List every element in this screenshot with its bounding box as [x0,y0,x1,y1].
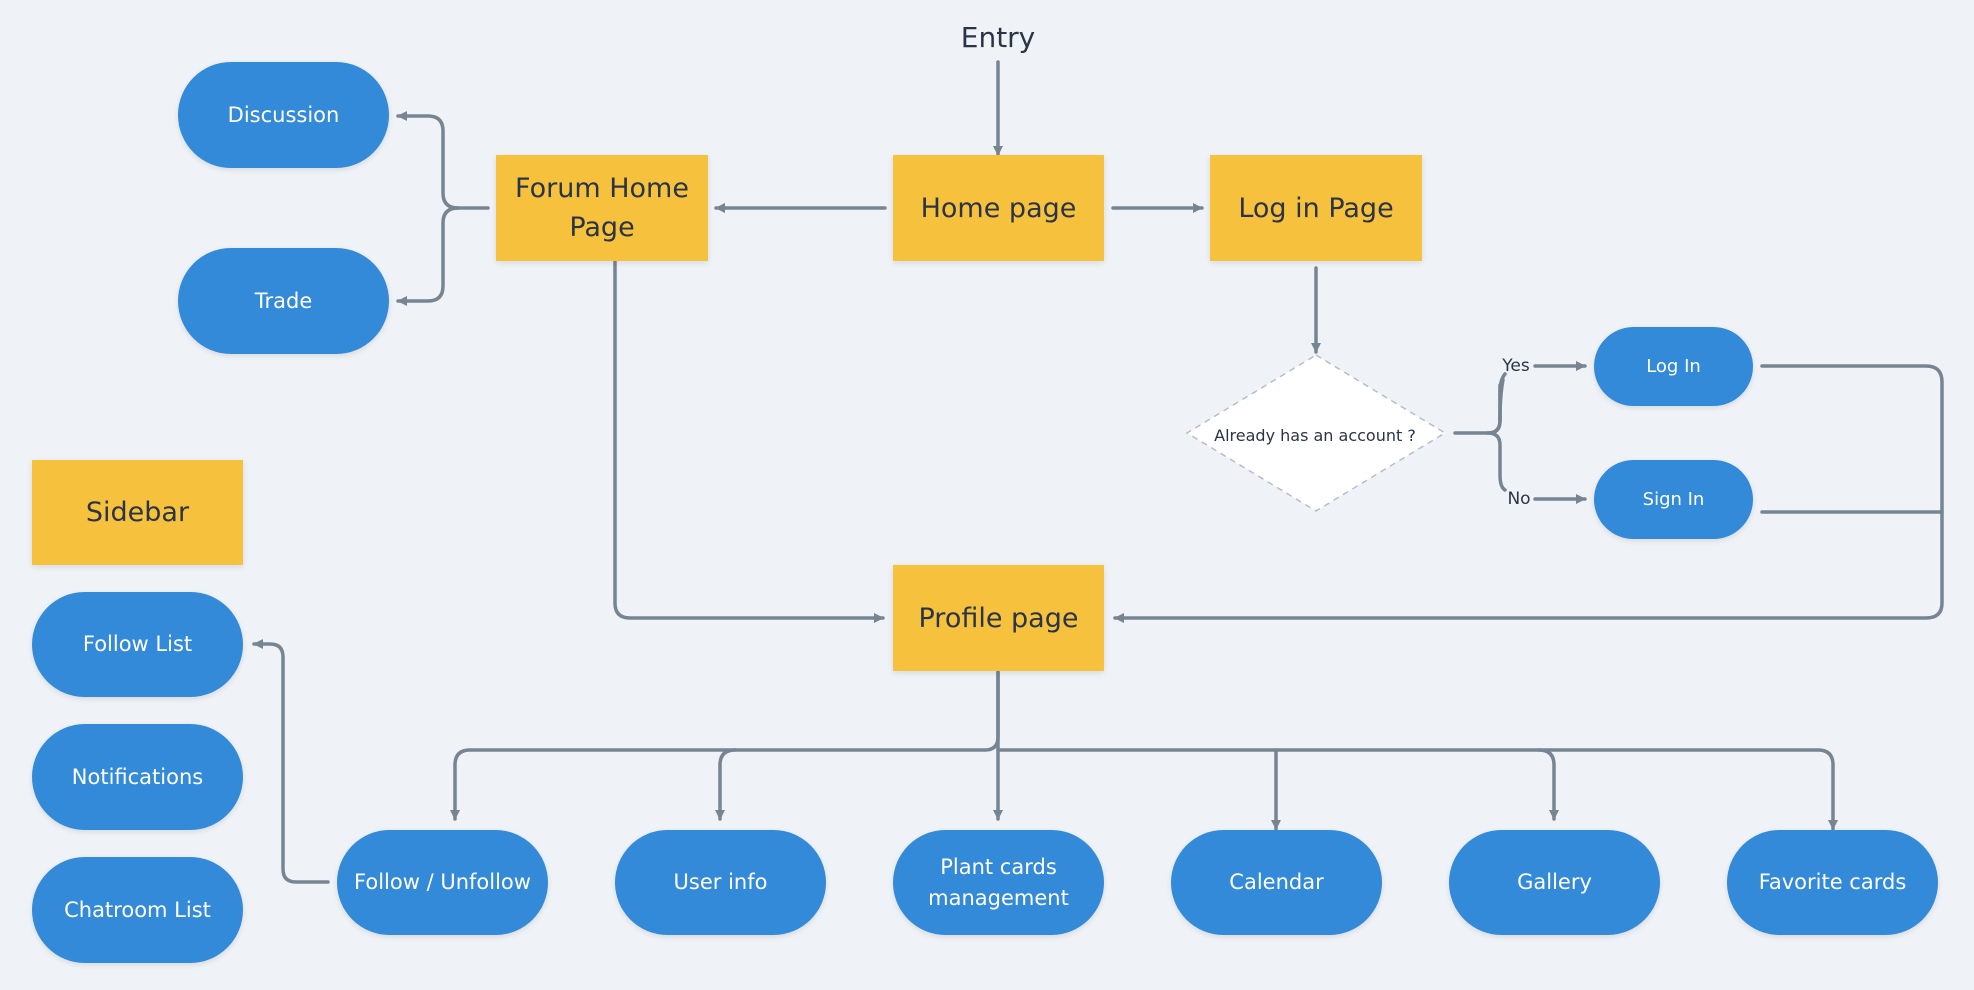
follow-list-node[interactable]: Follow List [32,592,243,697]
profile-bus-right-line [996,748,1838,831]
discussion-node[interactable]: Discussion [178,62,389,168]
chatroom-list-node[interactable]: Chatroom List [32,857,243,963]
login-page-node[interactable]: Log in Page [1210,155,1422,261]
forum-home-page-node[interactable]: Forum Home Page [496,155,708,261]
decision-label: Already has an account ? [1214,425,1416,445]
profile-to-gallery-arrow [1537,748,1559,821]
login-return-line [1113,364,1944,623]
home-page-node[interactable]: Home page [893,155,1104,261]
gallery-node[interactable]: Gallery [1449,830,1660,935]
yes-branch-label: Yes [1502,356,1530,376]
no-branch-label: No [1507,489,1531,509]
user-info-node[interactable]: User info [615,830,826,935]
calendar-node[interactable]: Calendar [1171,830,1382,935]
decision-to-yes-line [1486,372,1507,435]
log-in-node[interactable]: Log In [1594,327,1753,406]
sign-in-node[interactable]: Sign In [1594,460,1753,539]
forum-to-trade-arrow [396,206,460,306]
trade-node[interactable]: Trade [178,248,389,354]
profile-trunk-line [450,670,1000,821]
follow-unfollow-node[interactable]: Follow / Unfollow [337,830,548,935]
plant-cards-management-node[interactable]: Plant cards management [893,830,1104,935]
decision-branch-line [1453,383,1502,435]
forum-to-discussion-arrow [396,111,460,210]
entry-label: Entry [960,20,1036,54]
favorite-cards-node[interactable]: Favorite cards [1727,830,1938,935]
follow-to-followlist-arrow [252,639,330,884]
forum-profile-arrow [613,260,885,623]
decision-to-no-line [1486,431,1507,492]
notifications-node[interactable]: Notifications [32,724,243,830]
decision-diamond [1185,354,1447,512]
profile-to-userinfo-arrow [715,748,737,821]
profile-page-node[interactable]: Profile page [893,565,1104,671]
sidebar-node[interactable]: Sidebar [32,460,243,565]
